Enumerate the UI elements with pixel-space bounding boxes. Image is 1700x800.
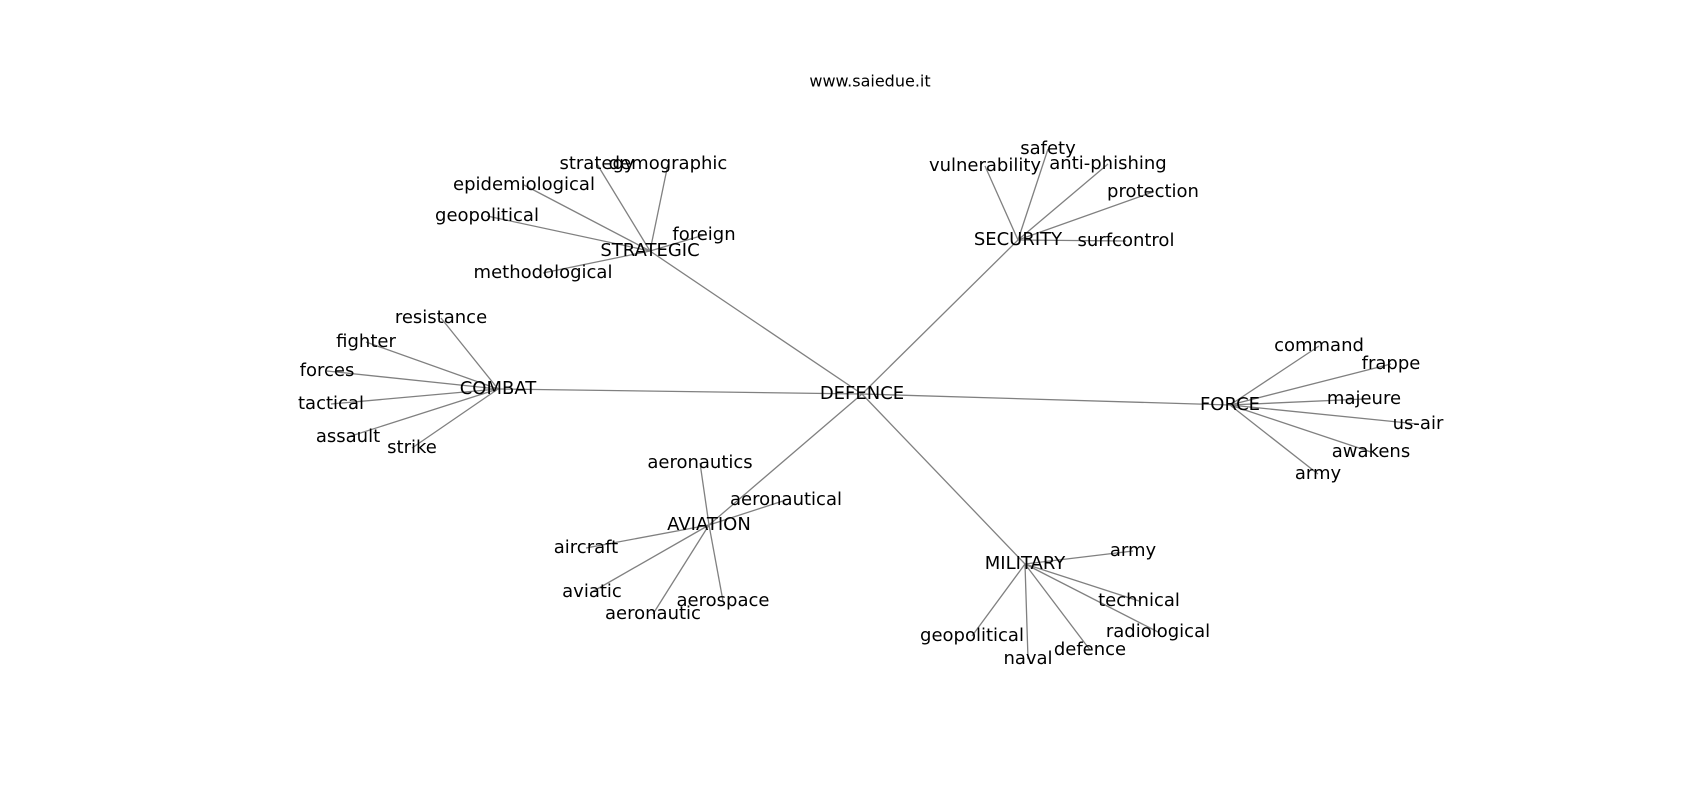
- edge-military-radiological: [1024, 563, 1159, 633]
- leaf-node-aircraft: aircraft: [554, 537, 618, 558]
- edge-aviation-aeronautic: [652, 524, 710, 615]
- hub-node-security: SECURITY: [974, 229, 1063, 250]
- edge-root-strategic: [649, 250, 863, 395]
- edge-root-military: [861, 393, 1026, 565]
- edge-combat-assault: [347, 388, 499, 438]
- leaf-node-army: army: [1295, 463, 1342, 484]
- edge-aviation-aviatic: [591, 524, 710, 593]
- leaf-node-army: army: [1110, 540, 1157, 561]
- leaf-node-aerospace: aerospace: [677, 590, 770, 611]
- leaf-node-frappe: frappe: [1362, 353, 1421, 374]
- edge-aviation-aeronautical: [708, 499, 787, 526]
- edge-security-surfcontrol: [1017, 239, 1127, 242]
- edge-military-technical: [1024, 563, 1140, 602]
- leaf-node-forces: forces: [300, 360, 355, 381]
- leaf-node-command: command: [1274, 335, 1364, 356]
- leaf-node-epidemiological: epidemiological: [453, 174, 595, 195]
- edge-combat-resistance: [440, 317, 499, 390]
- edge-aviation-aircraft: [585, 524, 710, 549]
- root-node-label: DEFENCE: [820, 383, 904, 404]
- edge-military-army: [1024, 550, 1134, 565]
- edge-aviation-aerospace: [708, 524, 724, 602]
- edge-strategic-geopolitical: [486, 215, 651, 252]
- leaf-node-aeronautical: aeronautical: [730, 489, 842, 510]
- edge-security-vulnerability: [984, 165, 1019, 241]
- leaf-node-naval: naval: [1003, 648, 1052, 669]
- leaf-node-safety: safety: [1020, 138, 1076, 159]
- edge-military-defence: [1024, 563, 1091, 651]
- edge-security-safety: [1017, 148, 1049, 241]
- edge-aviation-aeronautics: [699, 462, 710, 526]
- edge-force-us-air: [1229, 404, 1419, 425]
- leaf-node-strategy: strategy: [559, 153, 634, 174]
- edge-force-command: [1229, 345, 1320, 406]
- hub-node-force: FORCE: [1200, 394, 1260, 415]
- leaf-node-assault: assault: [316, 426, 380, 447]
- leaf-node-anti-phishing: anti-phishing: [1049, 153, 1166, 174]
- leaf-node-technical: technical: [1098, 590, 1180, 611]
- edge-combat-fighter: [365, 341, 499, 390]
- edge-force-awakens: [1229, 404, 1372, 453]
- leaf-node-aviatic: aviatic: [562, 581, 622, 602]
- leaf-node-tactical: tactical: [298, 393, 364, 414]
- edge-root-force: [861, 393, 1231, 406]
- leaf-node-resistance: resistance: [395, 307, 487, 328]
- edge-strategic-strategy: [596, 163, 651, 252]
- edge-combat-tactical: [330, 388, 499, 405]
- edge-strategic-methodological: [542, 250, 651, 274]
- edge-root-combat: [497, 388, 863, 395]
- leaf-node-demographic: demographic: [609, 153, 728, 174]
- leaf-node-foreign: foreign: [672, 224, 735, 245]
- leaf-node-strike: strike: [387, 437, 437, 458]
- leaf-node-defence: defence: [1054, 639, 1126, 660]
- leaf-node-aeronautics: aeronautics: [647, 452, 752, 473]
- leaf-node-aeronautic: aeronautic: [605, 603, 701, 624]
- leaf-node-us-air: us-air: [1393, 413, 1444, 434]
- hub-node-combat: COMBAT: [460, 378, 538, 399]
- leaf-node-geopolitical: geopolitical: [435, 205, 539, 226]
- edge-force-majeure: [1229, 398, 1365, 406]
- edge-force-army: [1229, 404, 1319, 475]
- site-title: www.saiedue.it: [809, 72, 930, 91]
- edge-military-geopolitical: [971, 563, 1026, 637]
- leaf-node-protection: protection: [1107, 181, 1199, 202]
- leaf-node-methodological: methodological: [474, 262, 613, 283]
- edge-strategic-foreign: [649, 234, 705, 252]
- edge-strategic-demographic: [649, 163, 669, 252]
- edge-combat-forces: [326, 370, 499, 390]
- leaf-node-radiological: radiological: [1106, 621, 1210, 642]
- hub-node-military: MILITARY: [985, 553, 1066, 574]
- edge-security-protection: [1017, 191, 1154, 241]
- leaf-node-geopolitical: geopolitical: [920, 625, 1024, 646]
- leaf-node-surfcontrol: surfcontrol: [1078, 230, 1175, 251]
- edges: [326, 148, 1419, 660]
- leaf-node-fighter: fighter: [336, 331, 396, 352]
- leaf-node-awakens: awakens: [1332, 441, 1410, 462]
- edge-strategic-epidemiological: [523, 184, 651, 252]
- edge-force-frappe: [1229, 363, 1392, 406]
- leaf-node-majeure: majeure: [1327, 388, 1401, 409]
- hub-node-strategic: STRATEGIC: [600, 240, 699, 261]
- edge-security-anti-phishing: [1017, 163, 1109, 241]
- edge-military-naval: [1024, 563, 1029, 660]
- edge-combat-strike: [411, 388, 499, 449]
- hub-node-aviation: AVIATION: [667, 514, 751, 535]
- edge-root-security: [861, 239, 1019, 395]
- edge-root-aviation: [708, 393, 863, 526]
- leaf-node-vulnerability: vulnerability: [929, 155, 1041, 176]
